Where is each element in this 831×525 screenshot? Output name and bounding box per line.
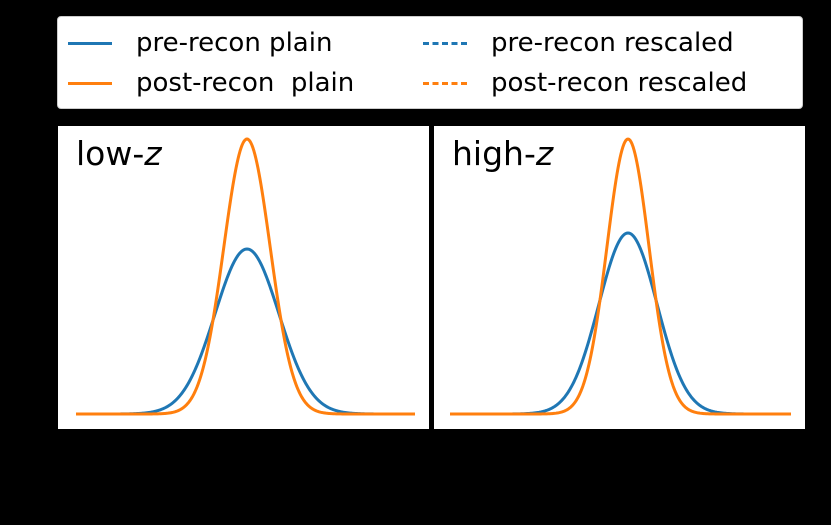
- legend-label: pre-recon plain: [136, 28, 333, 58]
- legend-item-pre-recon-rescaled: pre-recon rescaled: [423, 23, 734, 63]
- plot-area: [449, 137, 792, 416]
- legend-label: post-recon plain: [136, 68, 355, 98]
- legend-item-post-recon-plain: post-recon plain: [68, 63, 354, 103]
- pre-recon-plain-curve: [449, 231, 792, 416]
- solid-line-swatch-icon: [68, 81, 112, 85]
- panel-title: high-z: [452, 134, 554, 173]
- panel-title: low-z: [76, 134, 162, 173]
- solid-line-swatch-icon: [68, 41, 112, 45]
- dashed-line-swatch-icon: [423, 81, 467, 85]
- legend-label: post-recon rescaled: [491, 68, 748, 98]
- panel-low-z: low-z: [58, 126, 429, 429]
- chart-legend: pre-recon plain post-recon plain pre-rec…: [57, 16, 803, 109]
- legend-label: pre-recon rescaled: [491, 28, 734, 58]
- post-recon-plain-curve: [449, 137, 792, 416]
- pre-recon-plain-curve: [75, 247, 416, 416]
- dashed-line-swatch-icon: [423, 41, 467, 45]
- legend-item-post-recon-rescaled: post-recon rescaled: [423, 63, 747, 103]
- plot-area: [75, 137, 416, 416]
- legend-item-pre-recon-plain: pre-recon plain: [68, 23, 332, 63]
- post-recon-plain-curve: [75, 137, 416, 416]
- panel-high-z: high-z: [434, 126, 805, 429]
